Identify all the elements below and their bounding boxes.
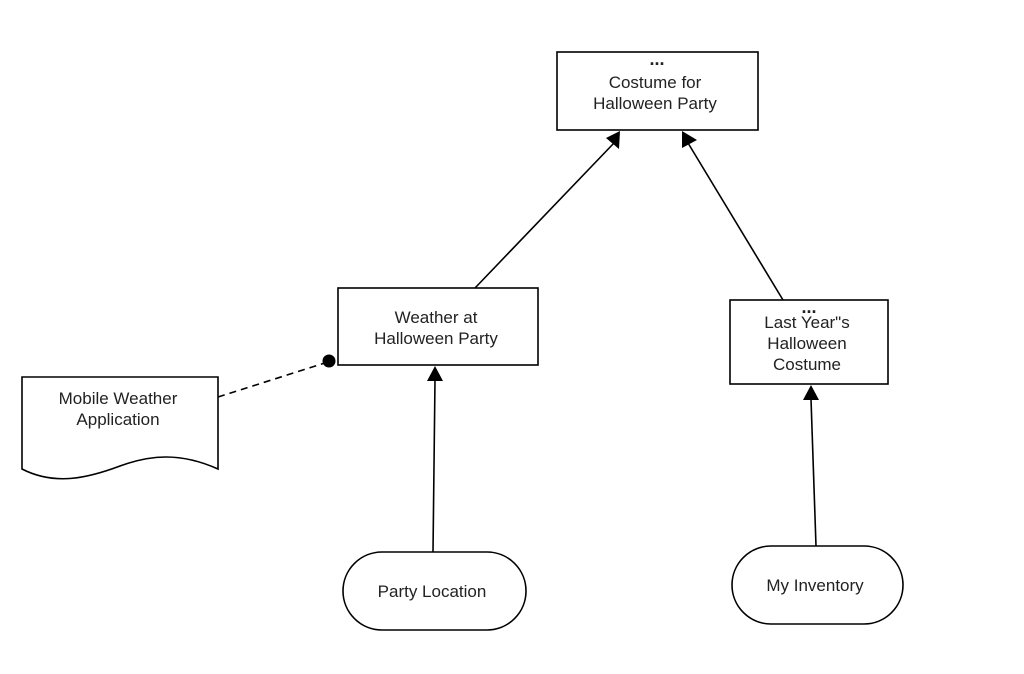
edge-mobile-to-weather-dashed — [217, 361, 329, 398]
node-costume-line1: Costume for — [609, 73, 702, 92]
node-mobile-weather-line1: Mobile Weather — [59, 389, 178, 408]
node-weather-line2: Halloween Party — [374, 329, 498, 348]
edge-inventory-to-lastyear — [810, 398, 817, 547]
edges — [217, 131, 819, 553]
node-inventory-shape — [731, 545, 904, 625]
node-costume: ... Costume for Halloween Party — [556, 49, 759, 131]
edge-weather-to-costume — [474, 142, 615, 289]
node-last-year-line2: Halloween — [767, 334, 846, 353]
node-mobile-weather-line2: Application — [76, 410, 159, 429]
node-mobile-weather: Mobile Weather Application — [21, 376, 219, 480]
connector-dot — [322, 354, 336, 368]
node-weather-box — [337, 287, 539, 366]
node-party-location-shape — [342, 551, 527, 631]
node-party-location-label: Party Location — [378, 582, 487, 601]
arrowhead-lastyear — [803, 385, 819, 400]
node-inventory: My Inventory — [731, 545, 904, 625]
node-last-year: ... Last Year"s Halloween Costume — [729, 297, 889, 385]
node-last-year-line1: Last Year"s — [764, 313, 849, 332]
edge-location-to-weather — [432, 379, 436, 553]
arrowhead-costume-left — [606, 131, 620, 149]
node-costume-box — [556, 51, 759, 131]
arrowhead-costume-right — [682, 131, 697, 148]
node-inventory-label: My Inventory — [766, 576, 864, 595]
node-party-location: Party Location — [342, 551, 527, 631]
node-weather-line1: Weather at — [395, 308, 478, 327]
node-costume-line2: Halloween Party — [593, 94, 717, 113]
node-costume-ellipsis: ... — [649, 49, 664, 69]
node-weather: Weather at Halloween Party — [337, 287, 539, 366]
node-last-year-line3: Costume — [773, 355, 841, 374]
edge-lastyear-to-costume — [687, 142, 784, 301]
node-last-year-ellipsis: ... — [801, 297, 816, 317]
node-last-year-box — [729, 299, 889, 385]
node-mobile-weather-shape — [21, 376, 219, 480]
arrowhead-weather — [427, 366, 443, 381]
